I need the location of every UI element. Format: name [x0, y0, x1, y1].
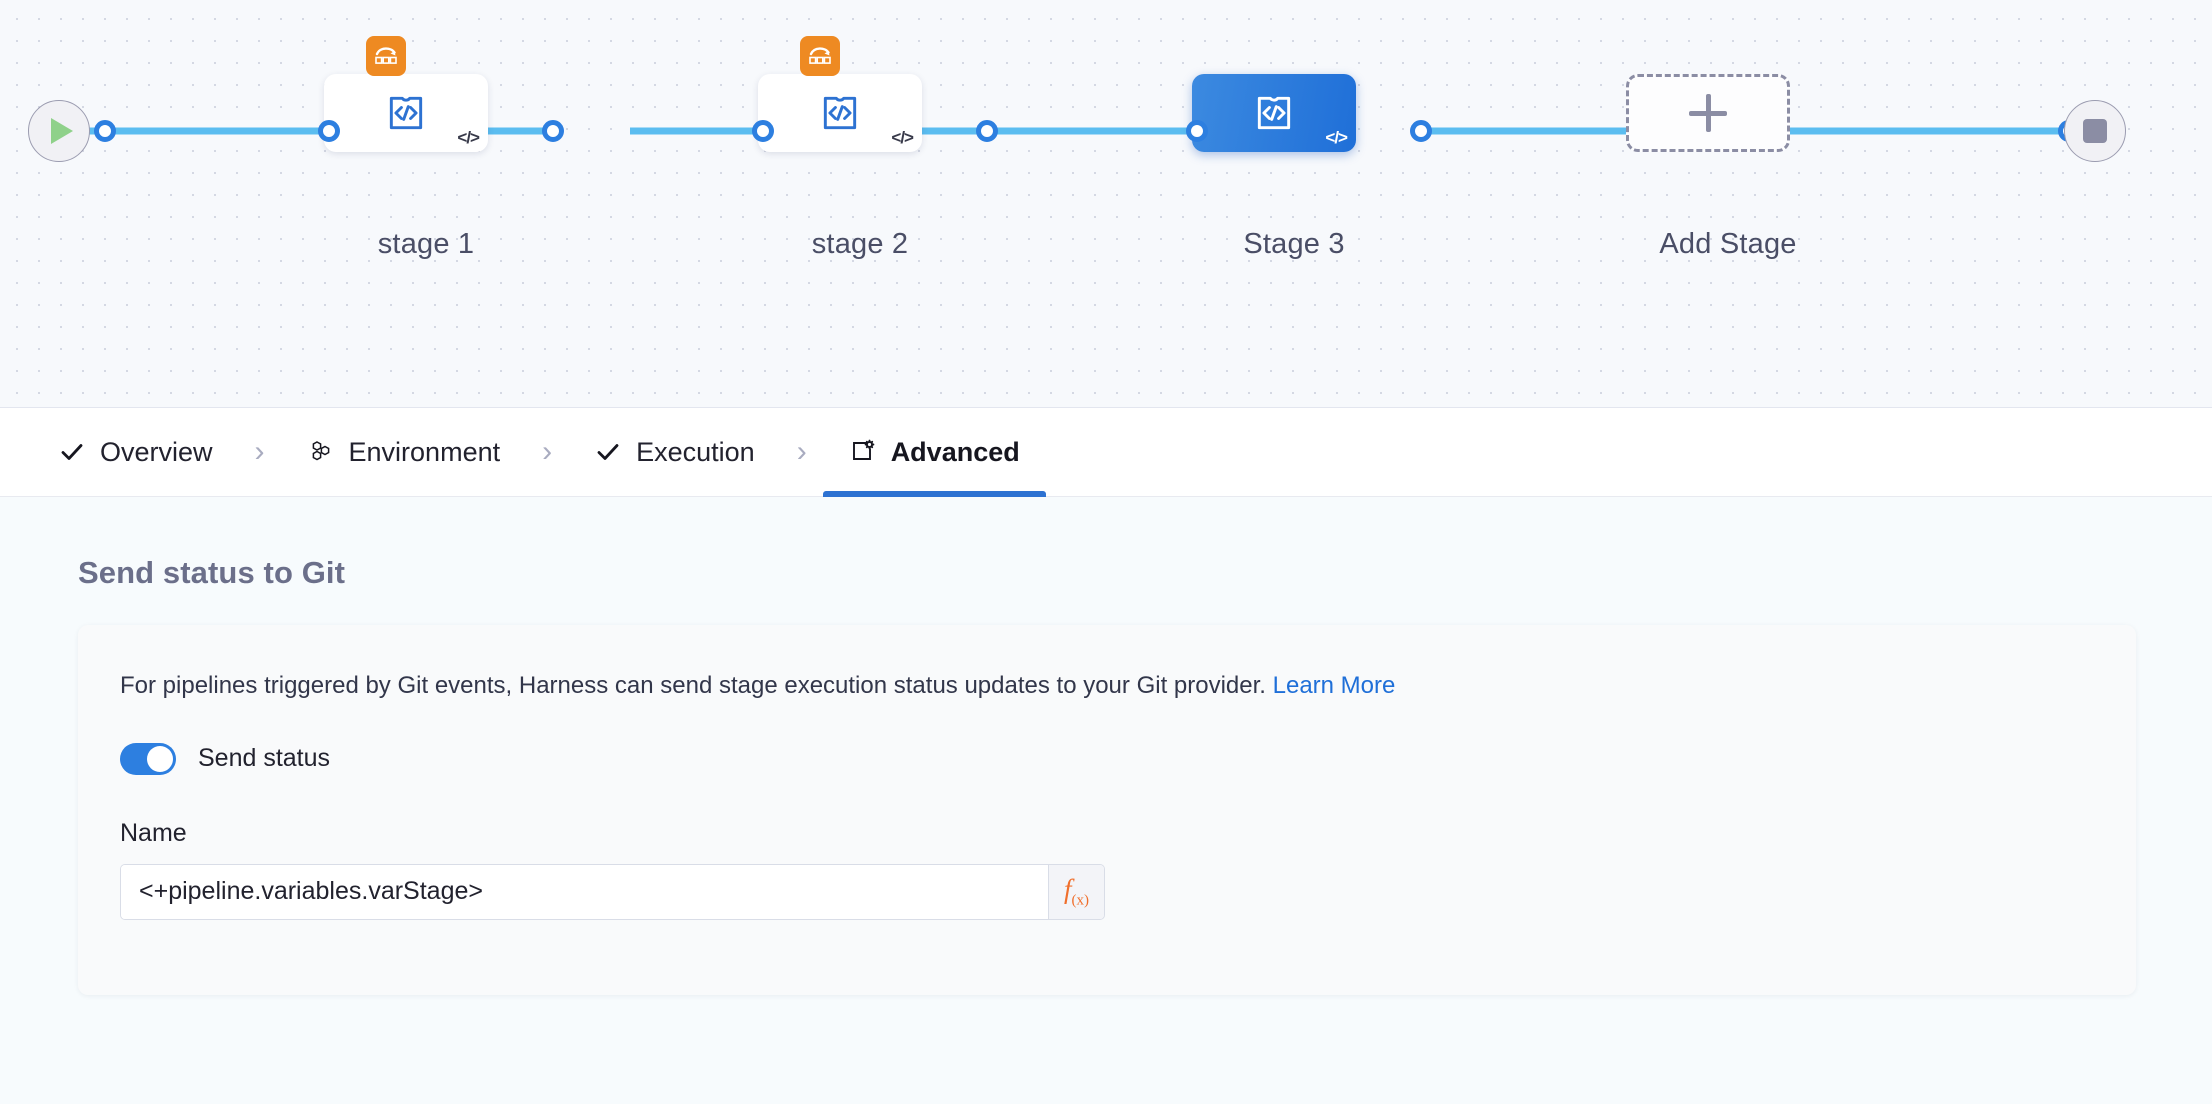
tab-execution[interactable]: Execution [568, 408, 781, 497]
add-stage-button[interactable] [1626, 74, 1790, 152]
send-status-toggle-row: Send status [120, 742, 2094, 775]
infrastructure-icon [307, 438, 335, 466]
tab-environment-label: Environment [348, 436, 501, 467]
stop-icon [2083, 119, 2107, 143]
send-status-toggle-label: Send status [198, 744, 331, 773]
name-input[interactable] [121, 864, 1048, 919]
custom-stage-icon [823, 96, 857, 130]
stage-config-tabs: Overview › Environment › Execution › Adv… [0, 408, 2212, 497]
add-stage-label: Add Stage [1659, 228, 1797, 260]
tab-overview-label: Overview [100, 436, 213, 467]
tab-overview[interactable]: Overview [32, 408, 239, 497]
toggle-knob [147, 745, 173, 772]
rollback-glyph [375, 47, 397, 64]
advanced-panel: Send status to Git For pipelines trigger… [0, 497, 2212, 1104]
name-field-label: Name [120, 818, 187, 847]
fx-glyph: f(x) [1063, 873, 1089, 909]
stage-code-badge: </> [891, 128, 914, 147]
stage-node-1[interactable]: </> [324, 36, 488, 152]
tab-environment[interactable]: Environment [281, 408, 527, 497]
connector-dot-start[interactable] [94, 120, 116, 142]
stage-code-badge: </> [457, 128, 480, 147]
pipeline-canvas[interactable]: </> stage 1 </> stage 2 [0, 0, 2212, 408]
connector-dot-stage3-out[interactable] [1410, 120, 1432, 142]
send-status-description: For pipelines triggered by Git events, H… [120, 669, 2094, 703]
connector-dot-stage1-out[interactable] [542, 120, 564, 142]
send-status-toggle[interactable] [120, 742, 176, 775]
rollback-badge-icon [800, 36, 840, 76]
learn-more-link[interactable]: Learn More [1272, 672, 1396, 699]
rollback-glyph [809, 47, 831, 64]
tab-advanced-label: Advanced [890, 436, 1020, 467]
pipeline-edges [88, 127, 2078, 135]
connector-dot-stage1-in[interactable] [318, 120, 340, 142]
connector-dot-stage2-in[interactable] [752, 120, 774, 142]
tab-separator-3: › [796, 435, 807, 468]
stage-code-badge: </> [1325, 128, 1348, 147]
pipeline-start-node[interactable] [28, 100, 90, 162]
check-icon [594, 438, 622, 466]
stage-node-3[interactable]: </> [1192, 74, 1356, 152]
description-text: For pipelines triggered by Git events, H… [120, 672, 1266, 699]
stage-label-2: stage 2 [811, 228, 909, 260]
stage-label-3: Stage 3 [1243, 228, 1345, 260]
stage-node-2[interactable]: </> [758, 36, 922, 152]
connector-dot-stage3-in[interactable] [1186, 120, 1208, 142]
play-icon [51, 118, 73, 144]
page-title: Send status to Git [78, 555, 346, 590]
expression-fx-button[interactable]: f(x) [1048, 864, 1104, 919]
tab-advanced[interactable]: Advanced [822, 408, 1046, 497]
custom-stage-icon [1257, 96, 1291, 130]
custom-stage-icon [389, 96, 423, 130]
name-field-wrapper: f(x) [120, 863, 1105, 920]
tab-execution-label: Execution [636, 436, 755, 467]
plus-icon-vertical [1705, 94, 1711, 132]
check-icon [58, 438, 86, 466]
rollback-badge-icon [366, 36, 406, 76]
send-status-card: For pipelines triggered by Git events, H… [78, 625, 2136, 995]
connector-dot-stage2-out[interactable] [976, 120, 998, 142]
advanced-gear-icon [849, 438, 877, 466]
tab-separator-1: › [254, 435, 265, 468]
stage-label-1: stage 1 [377, 228, 475, 260]
pipeline-end-node[interactable] [2064, 100, 2126, 162]
tab-separator-2: › [542, 435, 553, 468]
